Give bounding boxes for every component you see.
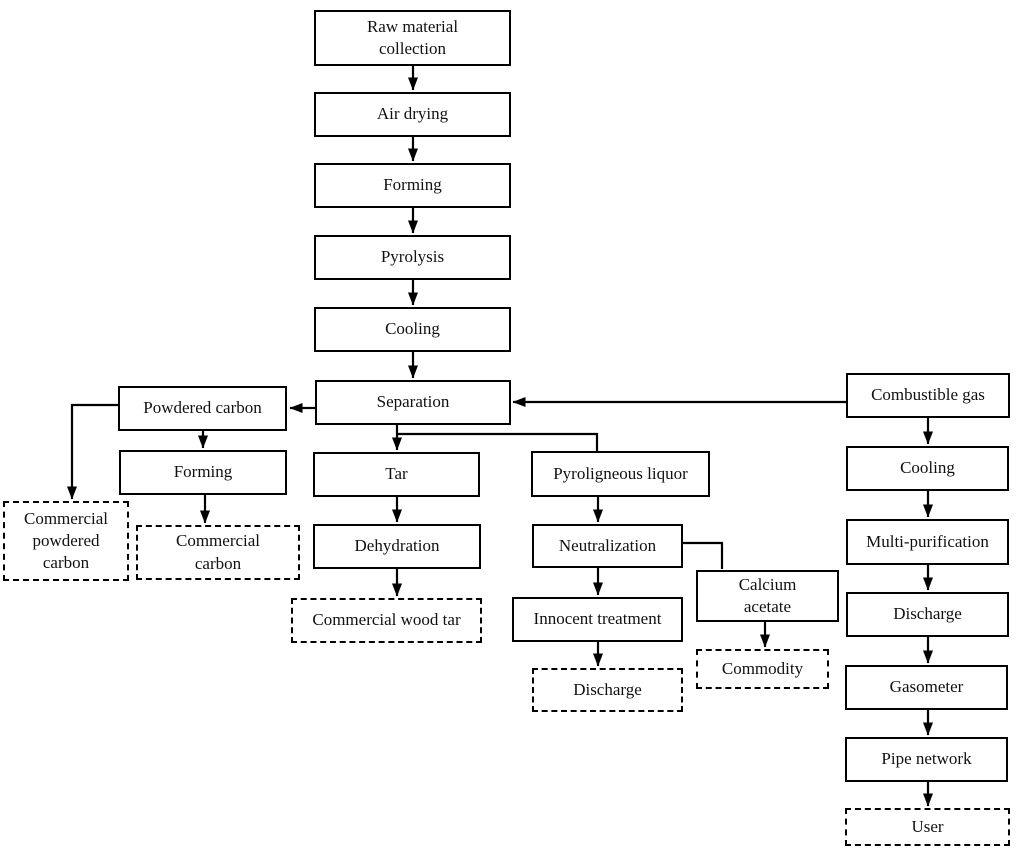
node-commercial-wood-tar: Commercial wood tar (291, 598, 482, 643)
node-calcium-acetate: Calcium acetate (696, 570, 839, 622)
node-commodity: Commodity (696, 649, 829, 689)
node-powdered-carbon: Powdered carbon (118, 386, 287, 431)
node-discharge-liquor: Discharge (532, 668, 683, 712)
node-cooling-gas: Cooling (846, 446, 1009, 491)
edge-neutralization-to-calcium-acetate (683, 541, 724, 569)
node-neutralization: Neutralization (532, 524, 683, 568)
node-user: User (845, 808, 1010, 846)
edge-separation-to-pyroligneous-liquor (397, 432, 599, 451)
node-dehydration: Dehydration (313, 524, 481, 569)
edge-powdered-carbon-to-commercial-powdered-carbon (67, 403, 118, 500)
node-separation: Separation (315, 380, 511, 425)
node-air-drying: Air drying (314, 92, 511, 137)
node-pyroligneous-liquor: Pyroligneous liquor (531, 451, 710, 497)
node-tar: Tar (313, 452, 480, 497)
node-raw-material-collection: Raw material collection (314, 10, 511, 66)
node-forming: Forming (314, 163, 511, 208)
node-innocent-treatment: Innocent treatment (512, 597, 683, 642)
node-forming-carbon: Forming (119, 450, 287, 495)
node-discharge-gas: Discharge (846, 592, 1009, 637)
node-cooling: Cooling (314, 307, 511, 352)
node-combustible-gas: Combustible gas (846, 373, 1010, 418)
node-gasometer: Gasometer (845, 665, 1008, 710)
node-multi-purification: Multi-purification (846, 519, 1009, 565)
node-commercial-powdered-carbon: Commercial powdered carbon (3, 501, 129, 581)
node-pyrolysis: Pyrolysis (314, 235, 511, 280)
node-commercial-carbon: Commercial carbon (136, 525, 300, 580)
node-pipe-network: Pipe network (845, 737, 1008, 782)
